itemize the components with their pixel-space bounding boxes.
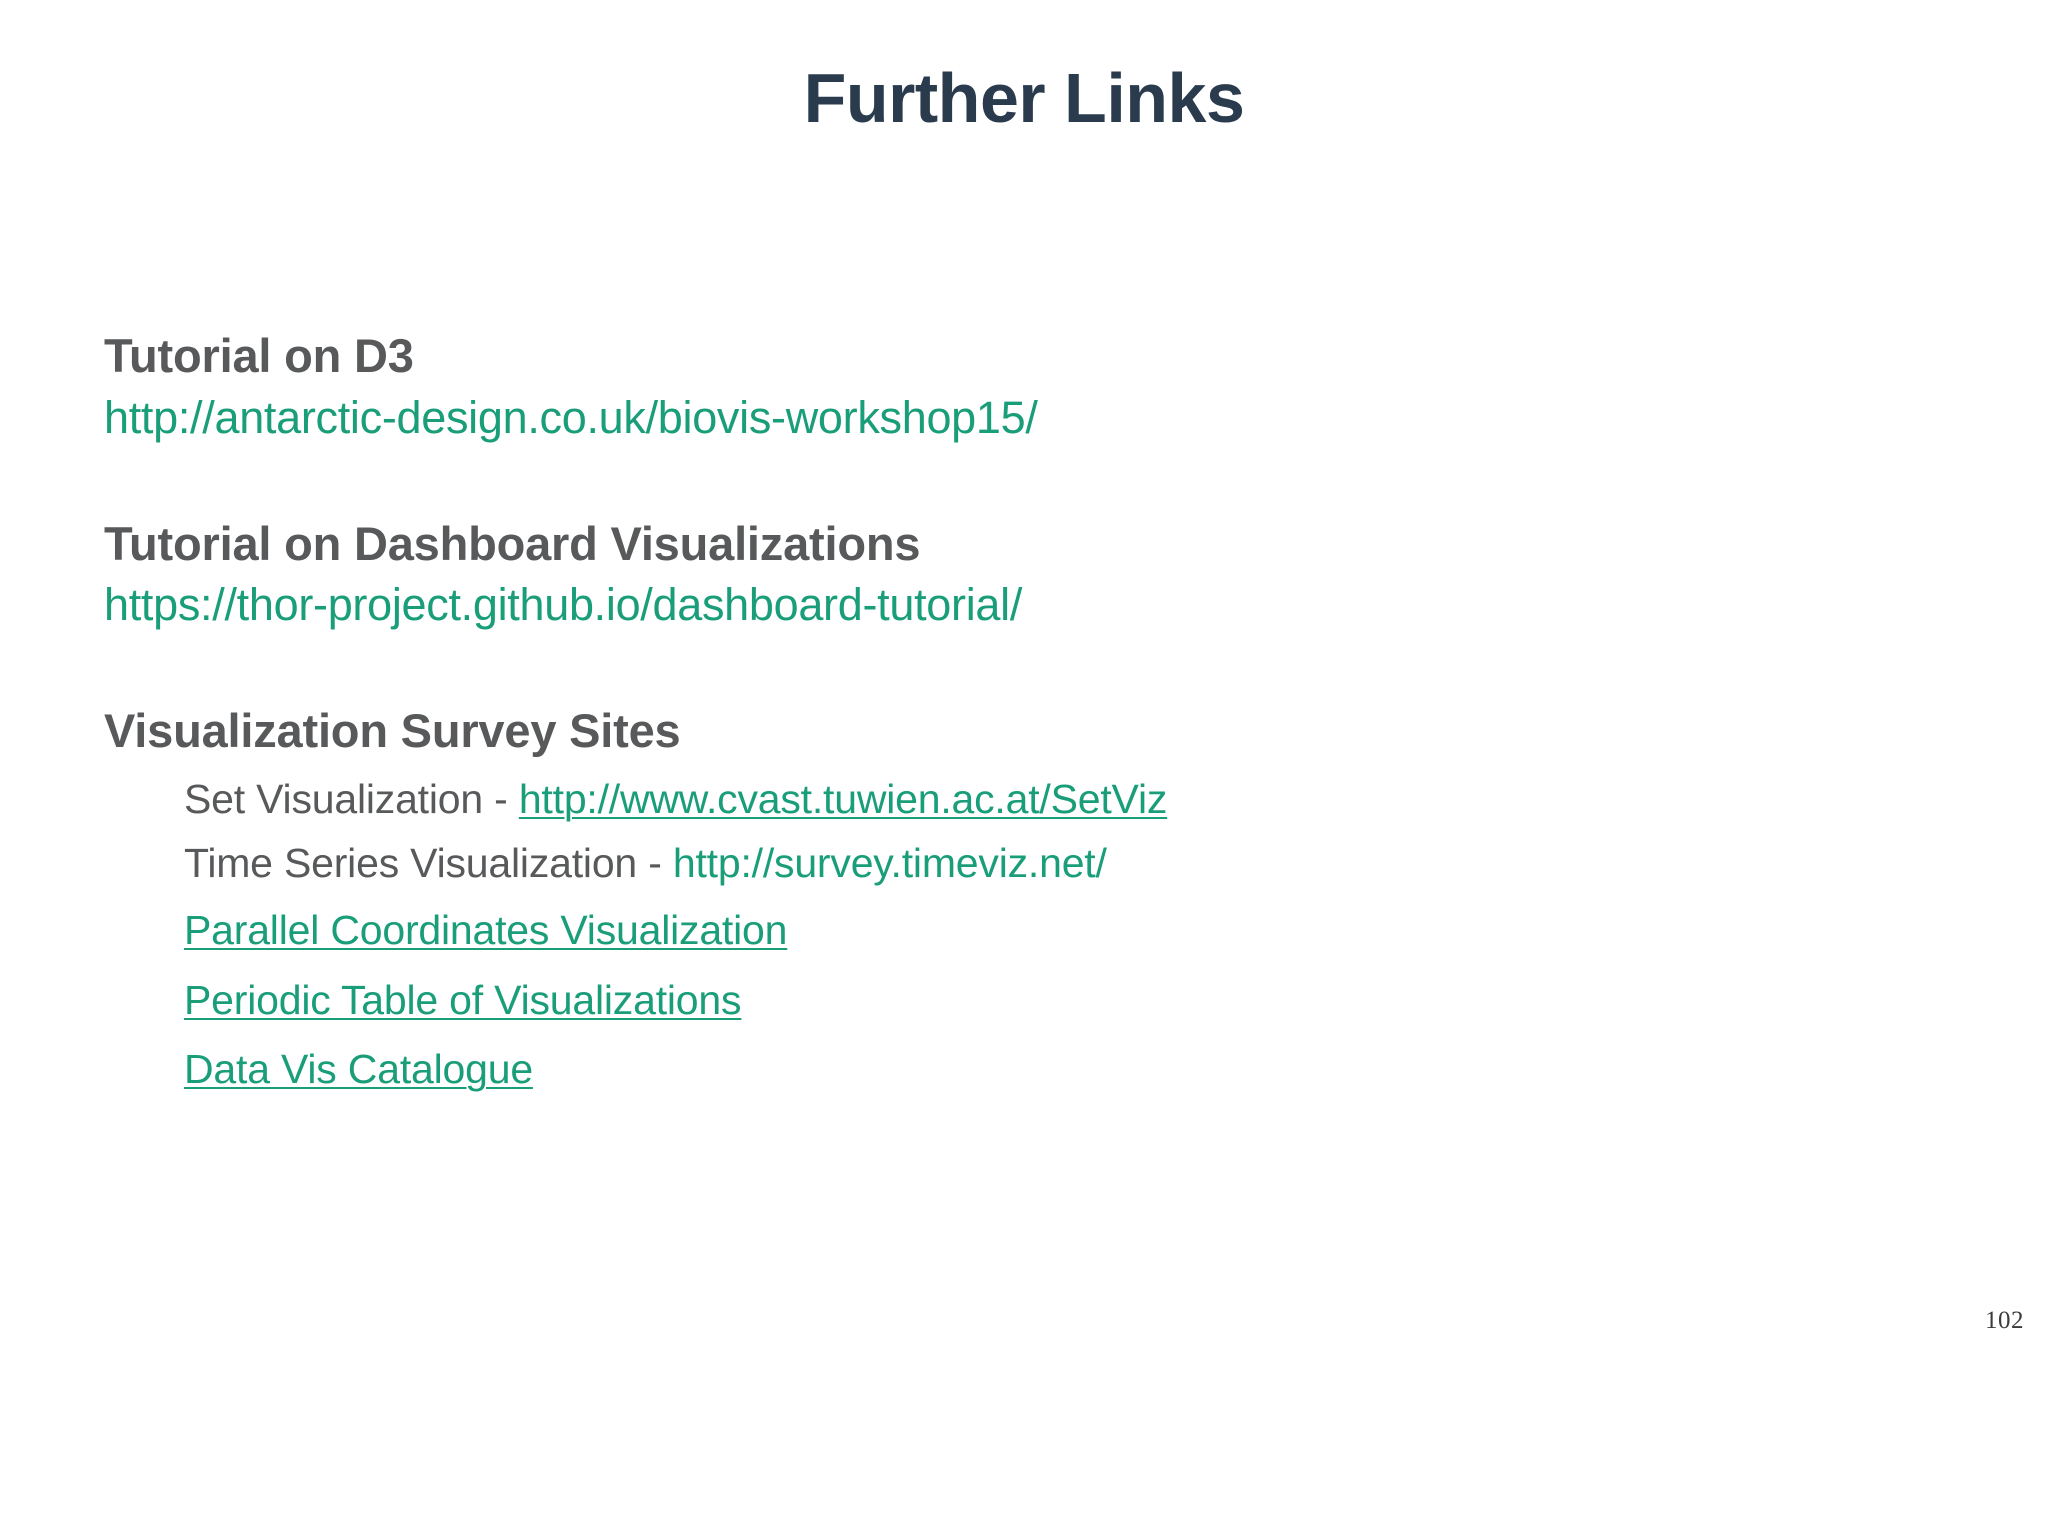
link-parallel-coordinates-visualization[interactable]: Parallel Coordinates Visualization [184,906,788,953]
list-item-label: Set Visualization [184,776,483,823]
list-item: Set Visualization - http://www.cvast.tuw… [184,768,1944,832]
list-item-separator: - [482,776,519,823]
section-survey-sites: Visualization Survey Sites Set Visualiza… [104,705,1944,1105]
survey-sites-list: Set Visualization - http://www.cvast.tuw… [104,768,1944,1105]
link-periodic-table-of-visualizations[interactable]: Periodic Table of Visualizations [184,976,742,1023]
link-set-visualization[interactable]: http://www.cvast.tuwien.ac.at/SetViz [518,776,1168,823]
slide-content: Tutorial on D3 http://antarctic-design.c… [104,329,1944,1105]
list-item: Parallel Coordinates Visualization [184,896,1944,966]
page-number: 102 [1985,1307,2024,1334]
link-data-vis-catalogue[interactable]: Data Vis Catalogue [184,1046,533,1093]
list-item: Data Vis Catalogue [184,1035,1944,1105]
link-tutorial-dashboard[interactable]: https://thor-project.github.io/dashboard… [104,579,1023,631]
section-heading: Visualization Survey Sites [104,704,681,758]
section-tutorial-d3: Tutorial on D3 http://antarctic-design.c… [104,329,1944,444]
section-heading: Tutorial on Dashboard Visualizations [104,516,921,570]
list-item: Periodic Table of Visualizations [184,966,1944,1036]
link-tutorial-d3[interactable]: http://antarctic-design.co.uk/biovis-wor… [104,391,1038,443]
list-item: Time Series Visualization - http://surve… [184,832,1944,896]
page-title: Further Links [803,59,1245,137]
section-heading: Tutorial on D3 [104,329,414,382]
list-item-separator: - [637,840,673,887]
list-item-label: Time Series Visualization [184,840,638,887]
link-time-series-visualization[interactable]: http://survey.timeviz.net/ [672,840,1107,887]
section-tutorial-dashboard: Tutorial on Dashboard Visualizations htt… [104,516,1944,632]
